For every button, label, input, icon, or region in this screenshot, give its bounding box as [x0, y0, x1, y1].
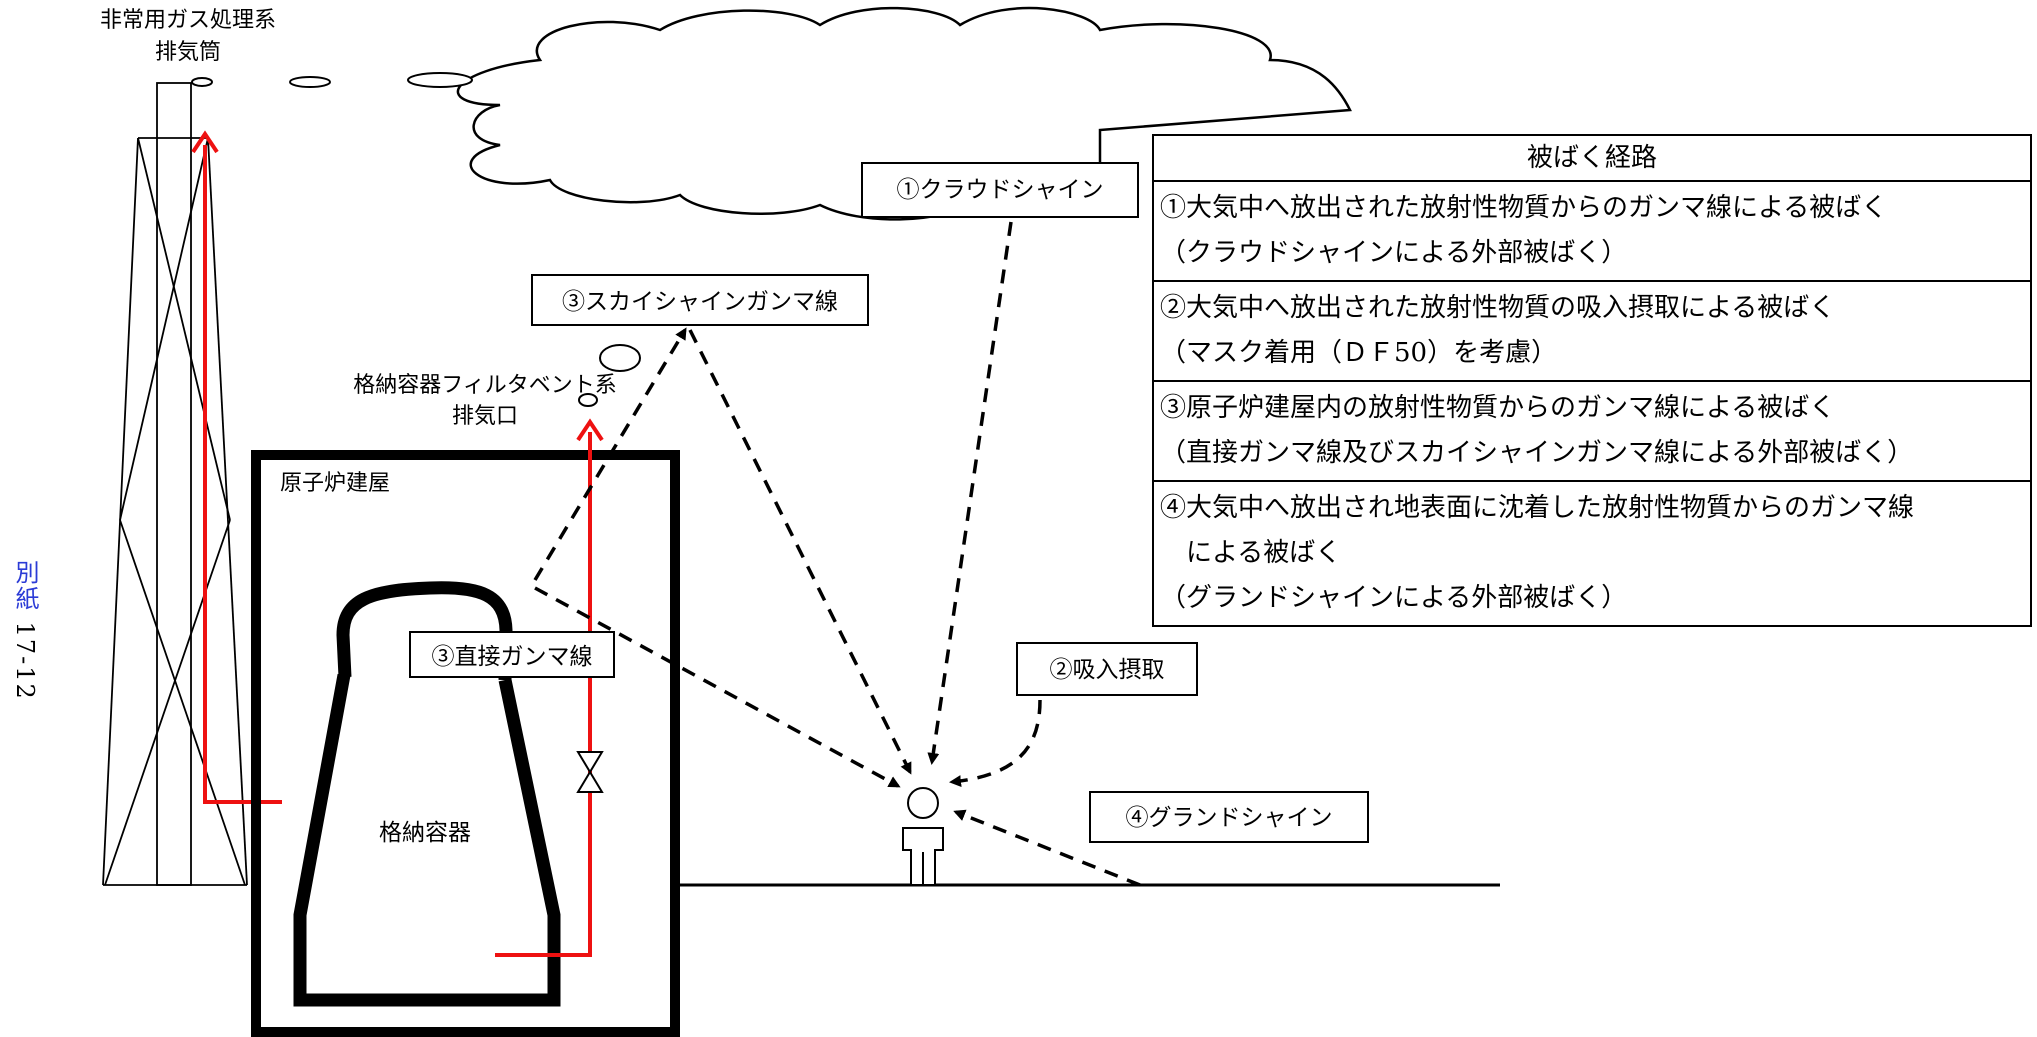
- legend-row-4-line-3: （グランドシャインによる外部被ばく）: [1160, 583, 1628, 613]
- filter-vent-label-line2: 排気口: [452, 404, 518, 429]
- plume-puff-2: [289, 76, 331, 88]
- vent-puff-2: [599, 344, 641, 372]
- containment-label: 格納容器: [379, 820, 471, 846]
- vent-release-path: [495, 432, 592, 957]
- cloudshine-arrow: [927, 221, 1013, 765]
- legend-row-3: ③原子炉建屋内の放射性物質からのガンマ線による被ばく （直接ガンマ線及びスカイシ…: [1154, 382, 2030, 482]
- side-label-number: 17-12: [11, 621, 39, 701]
- legend-row-2-line-1: ②大気中へ放出された放射性物質の吸入摂取による被ばく: [1160, 293, 1836, 323]
- plume-puff-3: [407, 72, 473, 88]
- direct-gamma-arrow: [534, 586, 901, 788]
- inhalation-arrow: [949, 699, 1042, 788]
- skyshine-label-box: [531, 274, 869, 326]
- legend-title: 被ばく経路: [1154, 136, 2030, 182]
- legend-row-2-line-2: （マスク着用（ＤＦ50）を考慮）: [1160, 338, 1558, 368]
- stack-release-path: [203, 145, 282, 804]
- vent-valve-icon: [576, 751, 604, 793]
- inhalation-label-box: [1016, 642, 1198, 696]
- reactor-building-label: 原子炉建屋: [280, 471, 390, 496]
- containment-vessel: [293, 581, 561, 1007]
- groundshine-arrow: [953, 809, 1141, 887]
- direct-gamma-label: ③直接ガンマ線: [432, 644, 593, 670]
- legend-row-1: ①大気中へ放出された放射性物質からのガンマ線による被ばく （クラウドシャインによ…: [1154, 182, 2030, 282]
- exhaust-stack-tower: [102, 82, 248, 886]
- legend-row-1-line-1: ①大気中へ放出された放射性物質からのガンマ線による被ばく: [1160, 193, 1888, 223]
- reactor-building-wall: [251, 450, 680, 1037]
- legend-row-4-line-1: ④大気中へ放出され地表面に沈着した放射性物質からのガンマ線: [1160, 493, 1915, 523]
- cloudshine-label-box: [861, 162, 1139, 218]
- legend-row-3-line-2: （直接ガンマ線及びスカイシャインガンマ線による外部被ばく）: [1160, 438, 1914, 468]
- skyshine-up-arrow: [533, 327, 687, 581]
- stack-release-arrowhead: [191, 130, 219, 154]
- filter-vent-label-line1: 格納容器フィルタベント系: [353, 373, 617, 398]
- exhaust-stack-label-line1: 非常用ガス処理系: [100, 8, 276, 33]
- plume-puff-1: [191, 77, 213, 87]
- legend-row-4: ④大気中へ放出され地表面に沈着した放射性物質からのガンマ線 による被ばく （グラ…: [1154, 482, 2030, 625]
- groundshine-label-box: [1089, 791, 1369, 843]
- exposure-arrows: [533, 221, 1141, 887]
- skyshine-label: ③スカイシャインガンマ線: [562, 289, 838, 315]
- legend-row-4-line-2: による被ばく: [1160, 538, 1342, 568]
- skyshine-down-arrow: [688, 329, 912, 775]
- legend-row-2: ②大気中へ放出された放射性物質の吸入摂取による被ばく （マスク着用（ＤＦ50）を…: [1154, 282, 2030, 382]
- legend-row-3-line-1: ③原子炉建屋内の放射性物質からのガンマ線による被ばく: [1160, 393, 1836, 423]
- exposure-pathway-legend: 被ばく経路 ①大気中へ放出された放射性物質からのガンマ線による被ばく （クラウド…: [1152, 134, 2032, 627]
- side-label-prefix: 別紙: [11, 560, 39, 612]
- exhaust-stack-label-line2: 排気筒: [155, 40, 221, 65]
- direct-gamma-label-box: [409, 631, 615, 678]
- cloudshine-label: ①クラウドシャイン: [897, 177, 1104, 203]
- legend-row-1-line-2: （クラウドシャインによる外部被ばく）: [1160, 238, 1628, 268]
- side-page-label: 別紙 17-12: [8, 560, 43, 701]
- vent-puff-1: [578, 393, 598, 407]
- vent-release-arrowhead: [576, 418, 604, 442]
- inhalation-label: ②吸入摂取: [1050, 657, 1165, 683]
- person-receptor-icon: [902, 787, 944, 886]
- groundshine-label: ④グランドシャイン: [1126, 805, 1333, 831]
